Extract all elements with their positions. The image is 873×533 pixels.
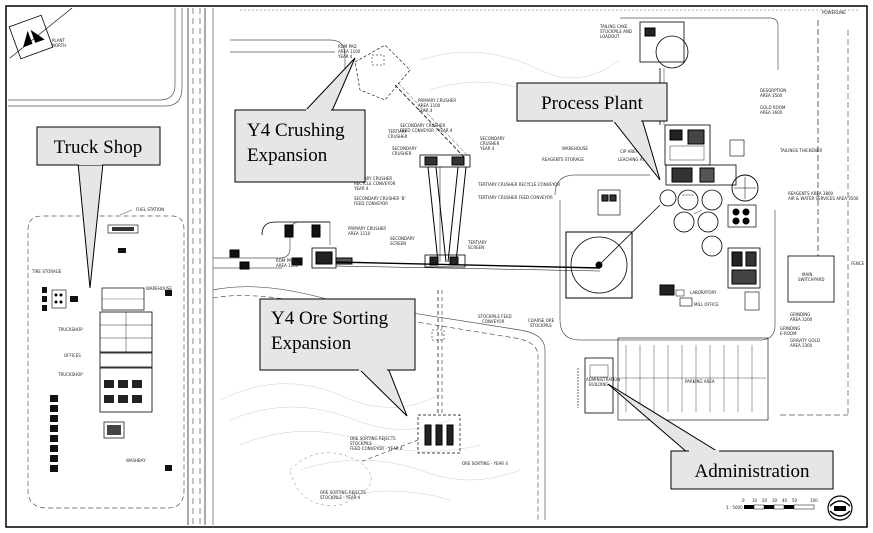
ore-sorting-y4-label: ORE SORTING - YEAR 4: [462, 461, 508, 466]
svg-text:100: 100: [810, 498, 818, 503]
tailings-thickener-label: TAILINGS THICKENER: [779, 148, 822, 153]
truck-shop-labels: FUEL STATION TIRE STORAGE WAREHOUSE TRUC…: [31, 207, 172, 463]
north-arrow-icon: [8, 7, 73, 60]
tertiary-feed-label: TERTIARY CRUSHER FEED CONVEYOR: [477, 195, 553, 200]
callout-administration: Administration: [607, 383, 834, 490]
parking-label: PARKING AREA: [685, 379, 715, 384]
truckshop-label-2: TRUCKSHOP: [57, 372, 83, 377]
svg-text:30: 30: [772, 498, 778, 503]
cip-area-label: CIP AREA: [620, 149, 639, 154]
callout-administration-text: Administration: [694, 461, 810, 482]
fence-label: FENCE: [851, 261, 865, 266]
callout-process-plant: Process Plant: [516, 82, 668, 181]
secondary-b-feed-label: SECONDARY CRUSHER 'B'FEED CONVEYOR: [354, 196, 406, 206]
truck-shop-area: [42, 209, 172, 472]
svg-text:0: 0: [742, 498, 745, 503]
mill-office-label: MILL OFFICE: [694, 302, 719, 307]
scale-ratio-label: 1 : 5000: [726, 505, 743, 510]
warehouse-label: WAREHOUSE: [146, 286, 172, 291]
svg-text:20: 20: [762, 498, 768, 503]
leaching-area-label: LEACHING AREA: [618, 157, 651, 162]
callout-process-plant-text: Process Plant: [541, 93, 644, 114]
process-plant-area: [565, 20, 835, 421]
crushing-area: [229, 44, 601, 506]
washbay-label: WASHBAY: [126, 458, 146, 463]
svg-text:10: 10: [752, 498, 758, 503]
svg-text:50: 50: [792, 498, 798, 503]
scale-ticks: 0 10 20 30 40 50 100 1 : 5000: [726, 498, 818, 510]
company-logo-icon: [827, 495, 853, 521]
powerline-label: POWERLINE: [822, 10, 846, 15]
callout-truck-shop-text: Truck Shop: [54, 137, 143, 158]
fuel-station-label: FUEL STATION: [136, 207, 164, 212]
warehouse-pp-label: WAREHOUSE: [562, 146, 588, 151]
scale-bar: [744, 504, 815, 510]
tire-storage-label: TIRE STORAGE: [31, 269, 62, 274]
svg-text:40: 40: [782, 498, 788, 503]
tertiary-recycle-label: TERTIARY CRUSHER RECYCLE CONVEYOR: [477, 182, 560, 187]
truckshop-label-1: TRUCKSHOP: [57, 327, 83, 332]
laboratory-label: LABORATORY: [690, 290, 717, 295]
offices-label: OFFICES: [64, 353, 81, 358]
callout-truck-shop: Truck Shop: [36, 126, 161, 289]
reagents-storage-label: REAGENTS STORAGE: [542, 157, 584, 162]
